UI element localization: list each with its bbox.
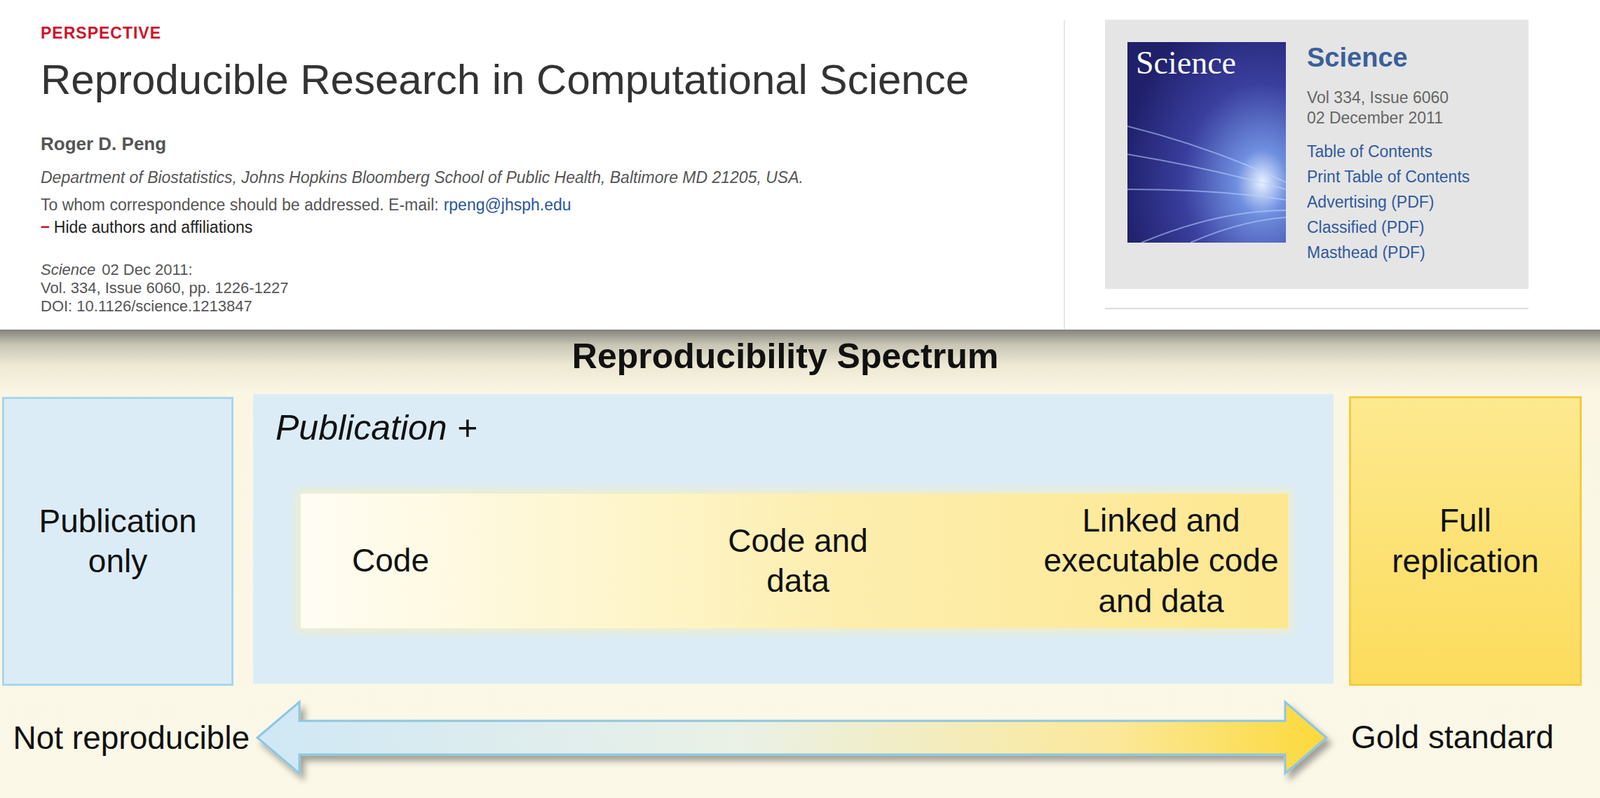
panel-link: Advertising (PDF) — [1306, 192, 1434, 213]
journal-name: Science — [40, 260, 96, 280]
hide-marker: – — [40, 216, 50, 237]
panel-link: Table of Contents — [1306, 142, 1433, 162]
node-text: Linked and executable code and data — [1041, 500, 1281, 622]
email-link: rpeng@jhsph.edu — [443, 195, 572, 216]
article-title: Reproducible Research in Computational S… — [40, 54, 969, 106]
divider-line — [1063, 20, 1066, 330]
section-tag: PERSPECTIVE — [40, 23, 162, 44]
spectrum-end-label: Gold standard — [1351, 717, 1554, 757]
affiliation: Department of Biostatistics, Johns Hopki… — [40, 168, 804, 188]
cover-masthead: Science — [1135, 43, 1237, 83]
panel-link: Print Table of Contents — [1306, 167, 1470, 188]
citation-volume: Vol. 334, Issue 6060, pp. 1226-1227 — [40, 279, 289, 298]
diagram-title: Reproducibility Spectrum — [572, 335, 999, 378]
panel-rule — [1104, 307, 1529, 310]
panel-journal: Science — [1306, 42, 1408, 75]
stage-box: Full replication — [1348, 396, 1582, 686]
stage-box: Publication only — [2, 396, 234, 686]
node-text: Code and data — [706, 520, 890, 602]
panel-date: 02 December 2011 — [1306, 108, 1443, 129]
correspondence-note: To whom correspondence should be address… — [40, 195, 439, 216]
node-text: Publication only — [19, 501, 216, 582]
node-text: Code — [320, 540, 461, 582]
node-text: Full replication — [1367, 500, 1564, 582]
citation-date: 02 Dec 2011: — [101, 260, 193, 280]
hide-link: Hide authors and affiliations — [53, 218, 253, 238]
author-name: Roger D. Peng — [40, 133, 167, 155]
panel-link: Classified (PDF) — [1306, 218, 1425, 238]
group-heading: Publication + — [275, 405, 478, 451]
group-box: Publication + Code Code and data Linked and… — [253, 394, 1334, 684]
panel-link: Masthead (PDF) — [1306, 243, 1426, 263]
gradient-band: Code Code and data Linked and executable c… — [300, 493, 1288, 629]
panel-volume: Vol 334, Issue 6060 — [1306, 88, 1449, 108]
spectrum-end-label: Not reproducible — [12, 718, 250, 758]
citation-doi: DOI: 10.1126/science.1213847 — [40, 297, 253, 316]
